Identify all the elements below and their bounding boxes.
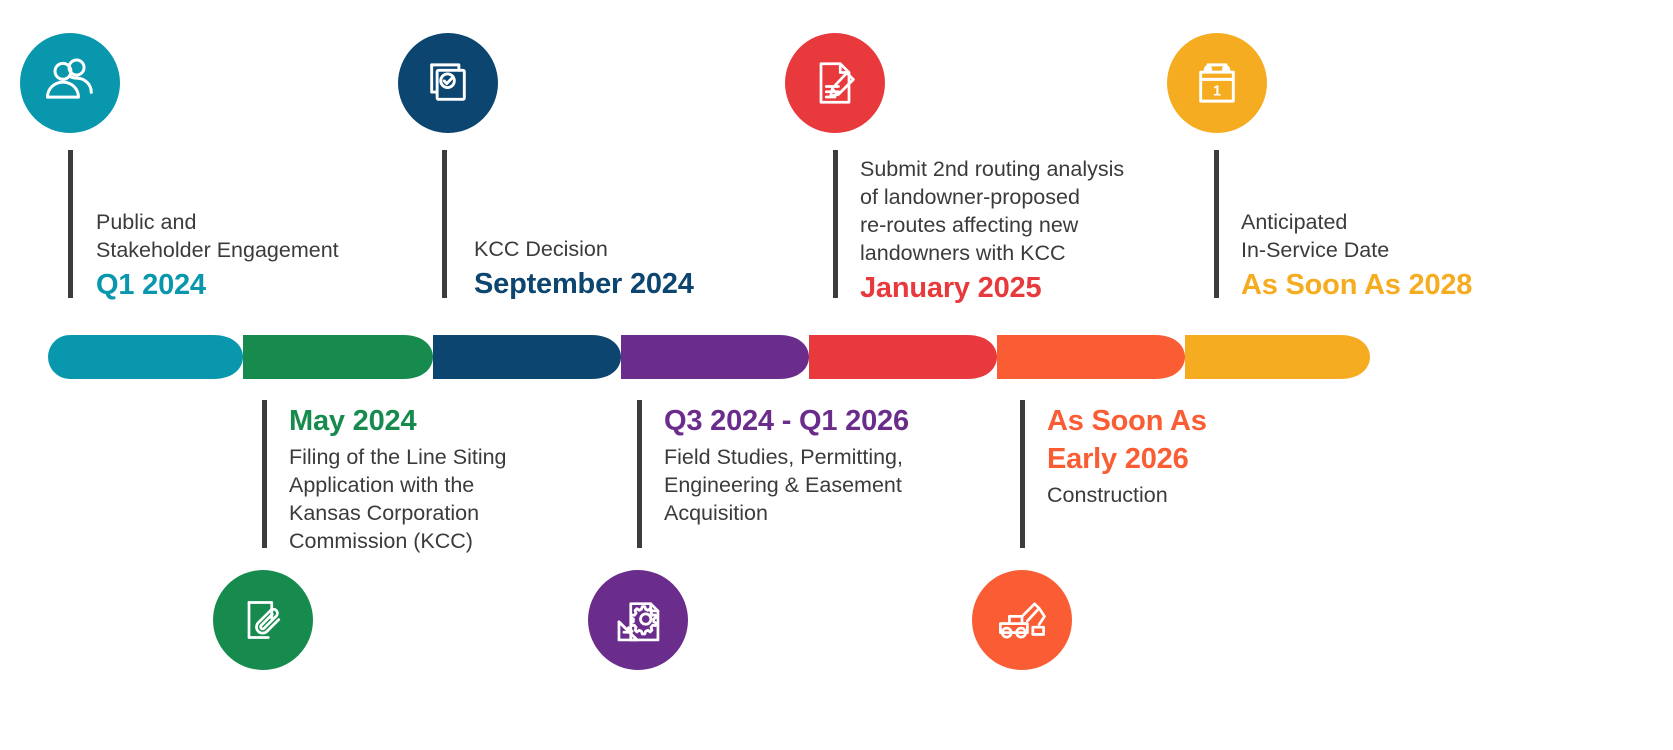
segment-public-engagement[interactable]: [48, 335, 243, 379]
segment-in-service[interactable]: [1185, 335, 1370, 379]
milestone-description: Submit 2nd routing analysis of landowner…: [860, 157, 1125, 265]
milestone-date: As Soon As 2028: [1241, 269, 1473, 301]
milestone-date: Q3 2024 - Q1 2026: [664, 405, 909, 437]
milestone-description: KCC Decision: [474, 237, 608, 261]
milestone-text-second-routing-analysis: Submit 2nd routing analysis of landowner…: [860, 155, 1124, 307]
segment-application-filing[interactable]: [243, 335, 433, 379]
milestone-text-public-stakeholder-engagement: Public and Stakeholder Engagement Q1 2024: [96, 208, 339, 304]
connector-line-public-stakeholder-engagement: [68, 150, 73, 298]
connector-line-kcc-decision: [442, 150, 447, 298]
connector-line-construction: [1020, 400, 1025, 548]
connector-line-second-routing-analysis: [833, 150, 838, 298]
milestone-text-anticipated-in-service-date: Anticipated In-Service Date As Soon As 20…: [1241, 208, 1472, 304]
excavator-icon[interactable]: [972, 570, 1072, 670]
document-paperclip-icon[interactable]: [213, 570, 313, 670]
connector-line-line-siting-application-filing: [262, 400, 267, 548]
milestone-description: Field Studies, Permitting, Engineering &…: [664, 445, 903, 525]
segment-routing-analysis[interactable]: [809, 335, 997, 379]
milestone-date: September 2024: [474, 268, 694, 300]
svg-text:1: 1: [1213, 84, 1221, 100]
milestone-description: Public and Stakeholder Engagement: [96, 210, 339, 262]
milestone-date: As Soon As Early 2026: [1047, 405, 1207, 475]
connector-line-field-studies-permitting: [637, 400, 642, 548]
milestone-date: May 2024: [289, 405, 417, 437]
milestone-date: Q1 2024: [96, 269, 206, 301]
milestone-date: January 2025: [860, 272, 1042, 304]
people-group-icon[interactable]: [20, 33, 120, 133]
segment-construction[interactable]: [997, 335, 1185, 379]
milestone-description: Filing of the Line Siting Application wi…: [289, 445, 507, 553]
connector-line-anticipated-in-service-date: [1214, 150, 1219, 298]
document-check-icon[interactable]: [398, 33, 498, 133]
segment-kcc-decision[interactable]: [433, 335, 621, 379]
milestone-description: Anticipated In-Service Date: [1241, 210, 1390, 262]
document-gear-ruler-icon[interactable]: [588, 570, 688, 670]
segment-field-studies[interactable]: [621, 335, 809, 379]
milestone-description: Construction: [1047, 483, 1168, 507]
project-phase-bar: [0, 335, 1673, 379]
document-pencil-icon[interactable]: [785, 33, 885, 133]
calendar-icon[interactable]: 1: [1167, 33, 1267, 133]
